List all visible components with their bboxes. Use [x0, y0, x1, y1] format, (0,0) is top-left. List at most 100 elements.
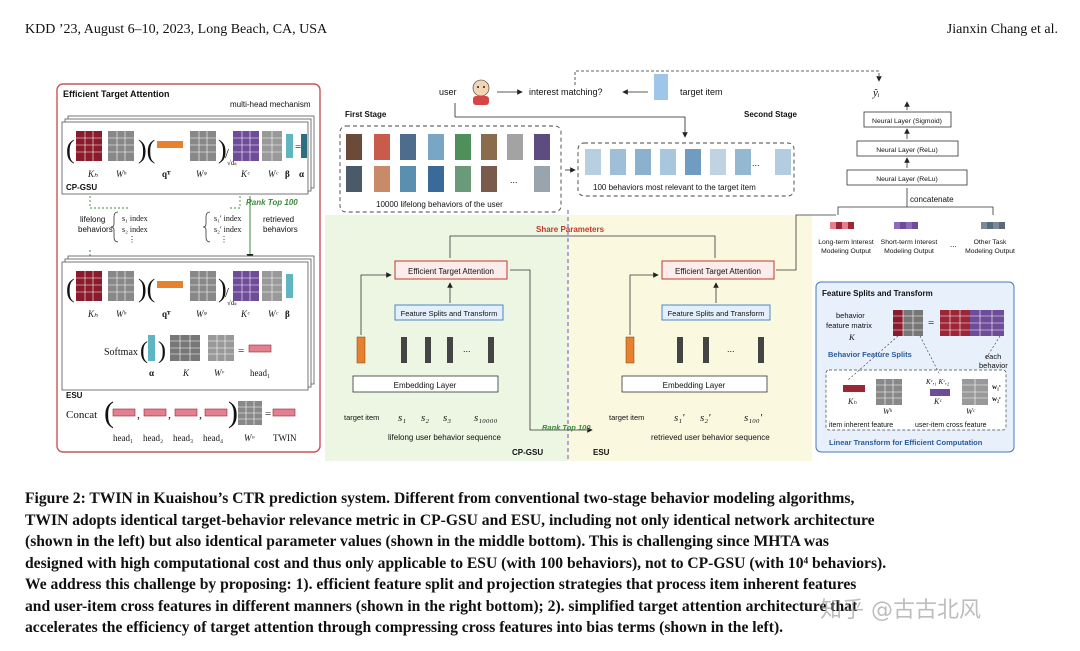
svg-text:Linear Transform for Efficient: Linear Transform for Efficient Computati… — [829, 438, 983, 447]
svg-text:s₂: s₂ — [421, 412, 429, 424]
svg-text:Long-term Interest: Long-term Interest — [818, 239, 874, 246]
svg-text:Rank Top 100: Rank Top 100 — [542, 423, 591, 432]
esu-embedding-layer — [621, 375, 768, 393]
caption-line: Figure 2: TWIN in Kuaishou’s CTR predict… — [25, 490, 855, 507]
svg-text:Wʰ: Wʰ — [883, 407, 893, 416]
svg-text:...: ... — [510, 175, 518, 185]
svg-text:retrieved user behavior sequen: retrieved user behavior sequence — [651, 433, 770, 442]
svg-text:item inherent feature: item inherent feature — [829, 422, 893, 429]
svg-text:√dₖ: √dₖ — [227, 299, 237, 307]
svg-text:Neural Layer (ReLu): Neural Layer (ReLu) — [876, 176, 938, 183]
svg-text:(: ( — [66, 274, 75, 303]
cpgsu-panel — [325, 215, 568, 461]
esu-bottom-label: ESU — [593, 448, 610, 457]
svg-text:Feature Splits and Transform: Feature Splits and Transform — [822, 289, 933, 298]
svg-text:K: K — [848, 332, 856, 342]
esu-panel — [568, 215, 812, 461]
svg-text:Feature Splits and Transform: Feature Splits and Transform — [668, 309, 765, 318]
svg-text:Efficient Target Attention: Efficient Target Attention — [675, 267, 761, 276]
svg-text:,: , — [137, 407, 140, 421]
cpgsu-bottom-label: CP-GSU — [512, 448, 543, 457]
svg-text:Other Task: Other Task — [974, 239, 1007, 246]
caption-line: and user-item cross features in differen… — [25, 597, 858, 615]
relevant-thumbnails — [585, 149, 791, 175]
svg-text:feature matrix: feature matrix — [826, 321, 872, 330]
twin-architecture-figure: Efficient Target Attention multi-head me… — [56, 70, 1015, 462]
caption-line: accelerates the efficiency of target att… — [25, 619, 784, 636]
second-stage-label: Second Stage — [744, 110, 797, 119]
svg-text:Wᶜ: Wᶜ — [966, 407, 976, 416]
svg-text:=: = — [928, 317, 934, 329]
svg-text:/: / — [225, 286, 229, 301]
svg-text:)(: )( — [138, 274, 155, 303]
svg-text:/: / — [225, 147, 229, 162]
svg-text:behavior: behavior — [979, 361, 1008, 370]
svg-text:head₂: head₂ — [143, 433, 163, 443]
cpgsu-eta-box — [394, 260, 508, 280]
svg-text:β: β — [285, 169, 290, 179]
svg-text:s₁₀₀₀₀: s₁₀₀₀₀ — [474, 412, 498, 424]
svg-text:head₃: head₃ — [173, 433, 193, 443]
svg-text:s₂′: s₂′ — [700, 412, 711, 424]
sigmoid-layer — [863, 111, 952, 128]
svg-text:): ) — [218, 135, 227, 164]
esu-formula: ( )( ) / √dₖ + — [66, 271, 293, 307]
y-hat: ŷᵢ — [872, 87, 880, 99]
lifelong-behaviors-box — [339, 125, 562, 213]
svg-text:s₂′ index: s₂′ index — [214, 225, 241, 234]
svg-text:s₁: s₁ — [398, 412, 406, 424]
eta-cpgsu-label: CP-GSU — [66, 183, 97, 192]
first-stage-label: First Stage — [345, 110, 387, 119]
svg-text:=: = — [238, 345, 244, 357]
svg-text:TWIN: TWIN — [273, 433, 297, 443]
svg-text:Wʰ: Wʰ — [116, 309, 126, 319]
svg-text:,: , — [199, 407, 202, 421]
relu-layer-1 — [856, 140, 959, 157]
caption-line: We address this challenge by proposing: … — [25, 576, 857, 593]
svg-text:β: β — [285, 309, 290, 319]
svg-text:K: K — [182, 368, 190, 378]
svg-text:Embedding Layer: Embedding Layer — [394, 381, 457, 390]
svg-text:(: ( — [66, 135, 75, 164]
svg-text:)(: )( — [138, 135, 155, 164]
svg-text:Neural Layer (Sigmoid): Neural Layer (Sigmoid) — [872, 118, 942, 125]
svg-text:⋮: ⋮ — [220, 235, 228, 244]
softmax-label: Softmax — [104, 347, 138, 358]
svg-text:behavior: behavior — [836, 311, 865, 320]
svg-text:behaviors: behaviors — [78, 225, 113, 234]
svg-text:Wᵛ: Wᵛ — [214, 368, 224, 378]
svg-text:...: ... — [463, 344, 471, 354]
svg-text:Kₕ: Kₕ — [87, 309, 98, 319]
svg-text:Wᵠ: Wᵠ — [196, 169, 207, 179]
svg-text:retrieved: retrieved — [263, 215, 294, 224]
cpgsu-fst-box — [394, 304, 504, 321]
interest-label: interest matching? — [529, 87, 603, 97]
svg-text:head₁: head₁ — [250, 368, 270, 378]
svg-text:target item: target item — [344, 413, 379, 422]
lifelong-thumbnails — [346, 134, 550, 192]
svg-text:s₂ index: s₂ index — [122, 225, 148, 234]
svg-text:behaviors: behaviors — [263, 225, 298, 234]
svg-text:⋮: ⋮ — [128, 235, 136, 244]
svg-text:w₁ᶜ: w₁ᶜ — [992, 383, 1001, 391]
svg-text:s₁′ index: s₁′ index — [214, 214, 241, 223]
svg-text:s₁′: s₁′ — [674, 412, 685, 424]
svg-text:=: = — [295, 141, 301, 153]
svg-text:Kᶜ: Kᶜ — [240, 169, 250, 179]
svg-text:Wᵠ: Wᵠ — [196, 309, 207, 319]
svg-text:Wᵒ: Wᵒ — [244, 433, 254, 443]
svg-text:Kₕ: Kₕ — [87, 169, 98, 179]
svg-text:): ) — [228, 396, 238, 429]
concat-label: Concat — [66, 409, 97, 421]
watermark: 知乎 @古古北风 — [820, 598, 981, 623]
svg-text:Kᶜ: Kᶜ — [933, 397, 942, 406]
eta-rank-top: Rank Top 100 — [246, 198, 298, 207]
caption-line: designed with high computational cost an… — [25, 554, 887, 572]
svg-text:Wᶜ: Wᶜ — [268, 309, 278, 319]
svg-text:each: each — [985, 352, 1001, 361]
svg-text:α: α — [299, 169, 304, 179]
svg-text:lifelong user behavior sequenc: lifelong user behavior sequence — [388, 433, 502, 442]
svg-text:...: ... — [752, 158, 760, 168]
relu-layer-2 — [846, 169, 968, 186]
svg-text:,: , — [168, 407, 171, 421]
